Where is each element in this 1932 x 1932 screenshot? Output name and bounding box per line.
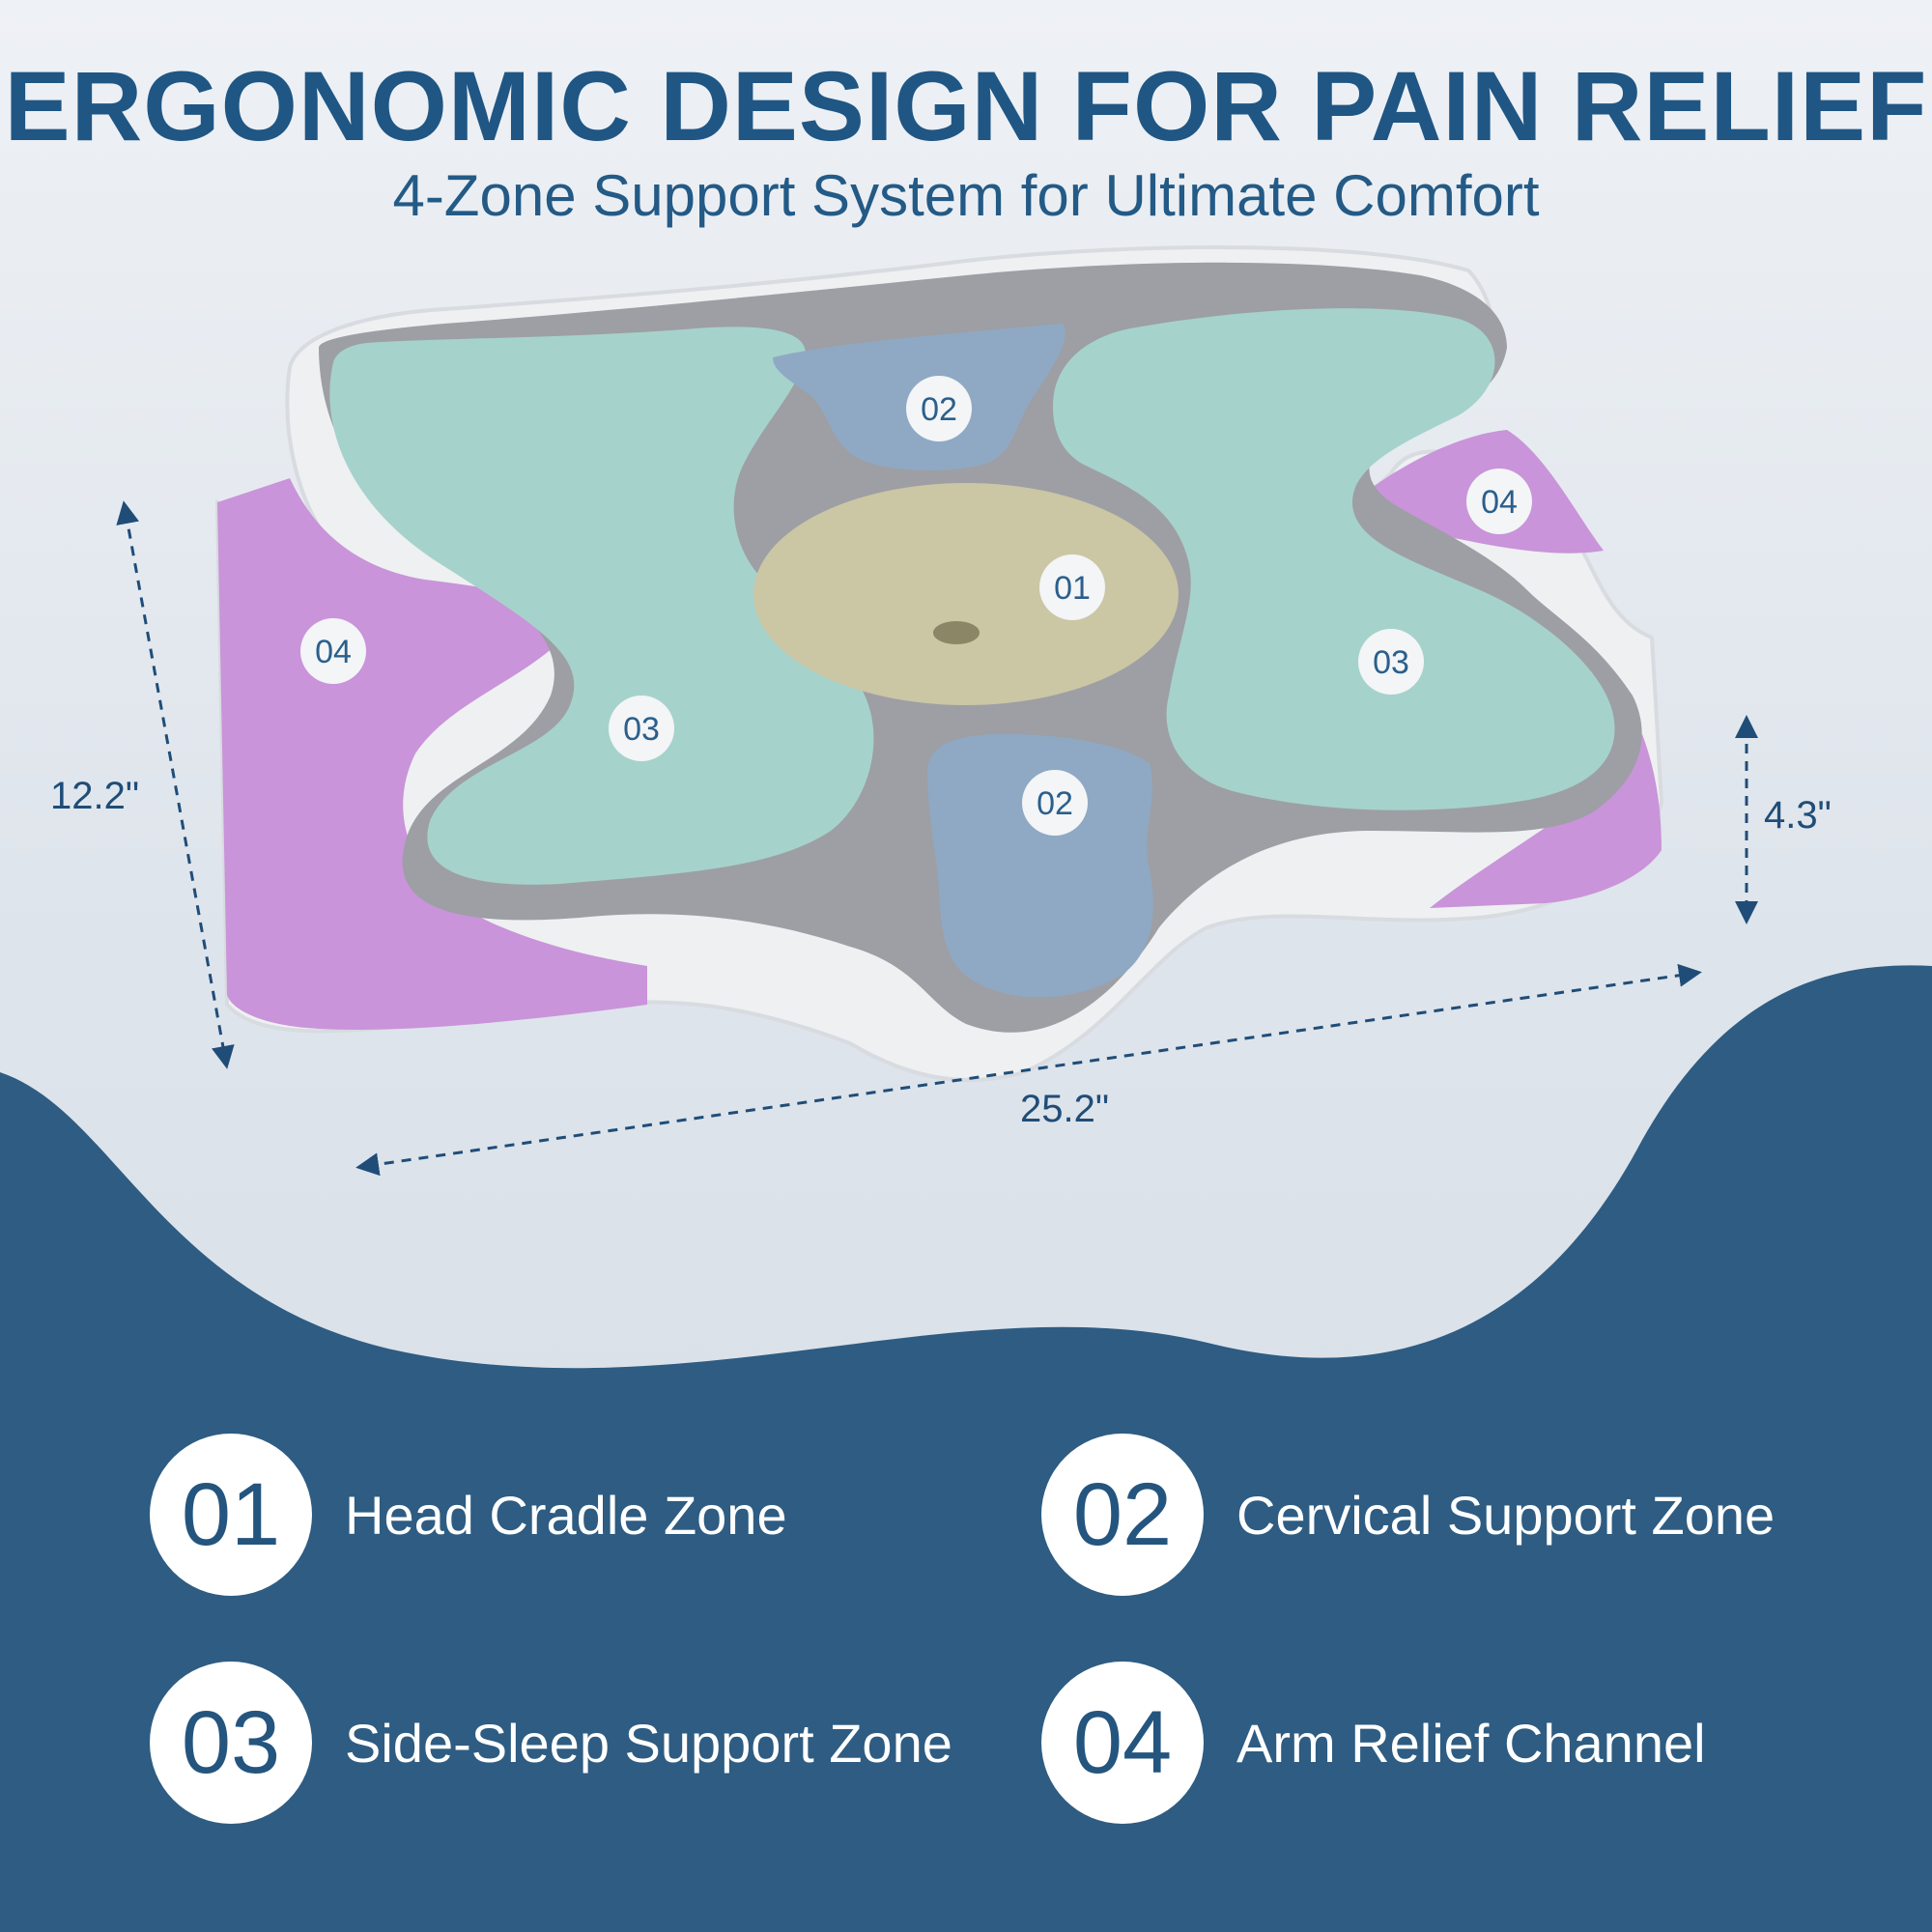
zone-02-bottom-shape — [927, 734, 1153, 998]
zone-marker-02-bottom: 02 — [1022, 770, 1088, 836]
legend-label: Side-Sleep Support Zone — [345, 1712, 952, 1774]
width-dimension-arrow — [355, 963, 1702, 1177]
thickness-dimension-label: 4.3" — [1764, 794, 1832, 837]
legend-item-side-sleep-support: 03 Side-Sleep Support Zone — [150, 1662, 952, 1824]
zone-marker-03-left: 03 — [609, 696, 674, 761]
navy-wave-background — [0, 965, 1932, 1932]
zone-01-shape — [753, 483, 1179, 705]
page-subtitle: 4-Zone Support System for Ultimate Comfo… — [392, 163, 1540, 228]
zone-marker-03-right-text: 03 — [1373, 644, 1409, 681]
zone-marker-04-right: 04 — [1466, 469, 1532, 534]
legend-label: Arm Relief Channel — [1236, 1712, 1706, 1774]
legend-item-cervical-support: 02 Cervical Support Zone — [1041, 1434, 1775, 1596]
zone-marker-04-left: 04 — [300, 618, 366, 684]
zone-marker-04-right-text: 04 — [1481, 484, 1518, 521]
zone-marker-01-text: 01 — [1054, 570, 1091, 607]
width-dimension-label: 25.2" — [1020, 1088, 1110, 1130]
zone-marker-02-top: 02 — [906, 376, 972, 441]
zone-marker-02-bottom-text: 02 — [1037, 785, 1073, 822]
legend-label: Cervical Support Zone — [1236, 1484, 1776, 1546]
zone-marker-04-left-text: 04 — [315, 634, 352, 670]
zone-marker-03-right: 03 — [1358, 629, 1424, 695]
zone-marker-03-left-text: 03 — [623, 711, 660, 748]
zone-03-right-shape — [1053, 308, 1615, 810]
legend-item-arm-relief: 04 Arm Relief Channel — [1041, 1662, 1706, 1824]
zone-marker-02-top-text: 02 — [921, 391, 957, 428]
height-dimension-label: 12.2" — [50, 775, 140, 817]
legend-number-badge: 02 — [1041, 1434, 1204, 1596]
center-dimple — [933, 621, 980, 644]
page-title: ERGONOMIC DESIGN FOR PAIN RELIEF — [4, 51, 1928, 161]
zone-03-left-shape — [329, 327, 874, 885]
legend-label: Head Cradle Zone — [345, 1484, 787, 1546]
legend-number-badge: 01 — [150, 1434, 312, 1596]
zone-04-right-lower-shape — [1430, 734, 1662, 908]
legend-number-badge: 04 — [1041, 1662, 1204, 1824]
legend-item-head-cradle: 01 Head Cradle Zone — [150, 1434, 787, 1596]
legend-number-badge: 03 — [150, 1662, 312, 1824]
height-dimension-arrow — [116, 500, 235, 1069]
zone-marker-01: 01 — [1039, 554, 1105, 620]
